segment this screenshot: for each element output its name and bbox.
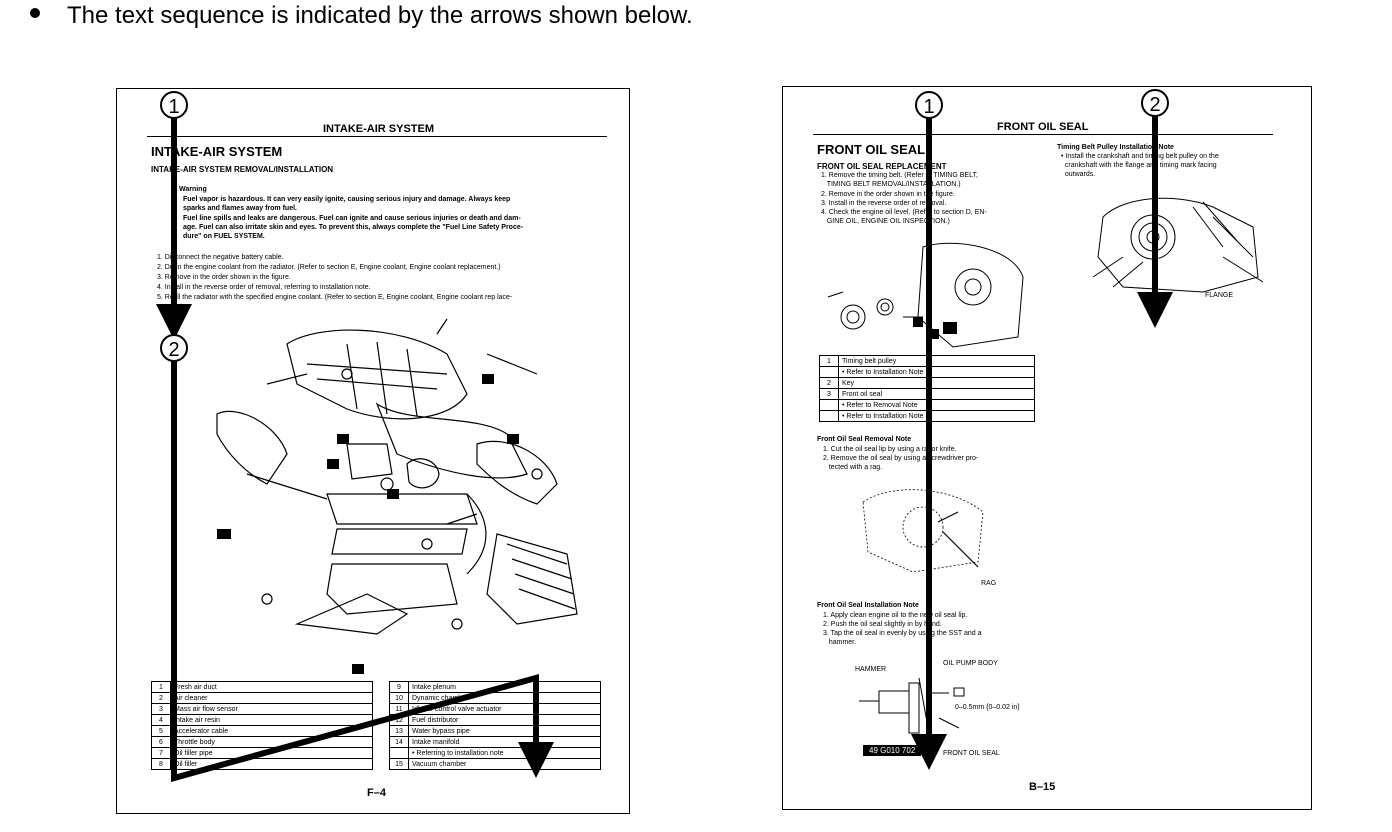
step: 3. Install in the reverse order of remov… [821,200,947,207]
left-page-subtitle: INTAKE-AIR SYSTEM REMOVAL/INSTALLATION [151,165,334,174]
depth-label: 0–0.5mm {0–0.02 in} [955,704,1020,711]
install-note-title: Front Oil Seal Installation Note [817,602,919,609]
right-header-rule [813,134,1273,136]
left-page-footer: F–4 [367,787,386,799]
bullet-dot [30,8,40,18]
note-line: 2. Push the oil seal slightly in by hand… [823,621,942,628]
install-illustration [859,677,965,734]
left-header-rule [147,136,607,138]
warning-line: age. Fuel can also irritate skin and eye… [183,224,524,231]
table-row: • Refer to Installation Note [819,366,1035,378]
step: TIMING BELT REMOVAL/INSTALLATION.) [821,181,961,188]
marker-right-2: 2 [1141,89,1169,117]
warning-label: Warning [179,186,207,193]
warning-line: dure" on FUEL SYSTEM. [183,233,265,240]
hammer-label: HAMMER [855,666,887,673]
marker-right-1: 1 [915,91,943,119]
step: 2. Drain the engine coolant from the rad… [157,264,501,271]
instruction-text: The text sequence is indicated by the ar… [67,2,693,29]
note-line: 2. Remove the oil seal by using a screwd… [823,455,979,462]
warning-line: Fuel line spills and leaks are dangerous… [183,215,521,222]
warning-line: sparks and flames away from fuel. [183,205,297,212]
right-page-subtitle: FRONT OIL SEAL REPLACEMENT [817,162,947,171]
right-manual-page: FRONT OIL SEAL FRONT OIL SEAL FRONT OIL … [782,86,1312,810]
note-line: tected with a rag. [823,464,883,471]
front-oil-seal-label: FRONT OIL SEAL [943,750,1000,757]
note-line: outwards. [1061,171,1096,178]
step: 3. Remove in the order shown in the figu… [157,274,291,281]
left-arrow-2 [171,357,554,782]
seal-exploded-diagram [827,242,1024,348]
removal-note-title: Front Oil Seal Removal Note [817,436,912,443]
rag-label: RAG [981,580,997,587]
step: 1. Disconnect the negative battery cable… [157,254,284,261]
left-page-title: INTAKE-AIR SYSTEM [151,144,283,159]
sst-label: 49 G010 702 [869,746,916,755]
right-page-header: FRONT OIL SEAL [997,121,1089,133]
marker-left-2: 2 [160,334,188,362]
flange-label: FLANGE [1205,292,1234,299]
marker-left-1: 1 [160,91,188,119]
oil-pump-label: OIL PUMP BODY [943,660,998,667]
left-page-header: INTAKE-AIR SYSTEM [323,123,435,135]
note-line: hammer. [823,639,857,646]
intake-exploded-diagram [216,318,578,674]
right-page-title: FRONT OIL SEAL [817,142,926,157]
table-row: • Refer to Installation Note [819,410,1035,422]
warning-line: Fuel vapor is hazardous. It can very eas… [183,196,511,203]
step: 4. Check the engine oil level. (Refer to… [821,209,987,216]
removal-illustration [862,489,984,573]
left-manual-page: INTAKE-AIR SYSTEM INTAKE-AIR SYSTEM INTA… [116,88,630,814]
right-page-footer: B–15 [1029,781,1056,793]
pulley-note-title: Timing Belt Pulley Installation Note [1057,144,1174,151]
sst-label-box: 49 G010 702 [863,745,922,756]
